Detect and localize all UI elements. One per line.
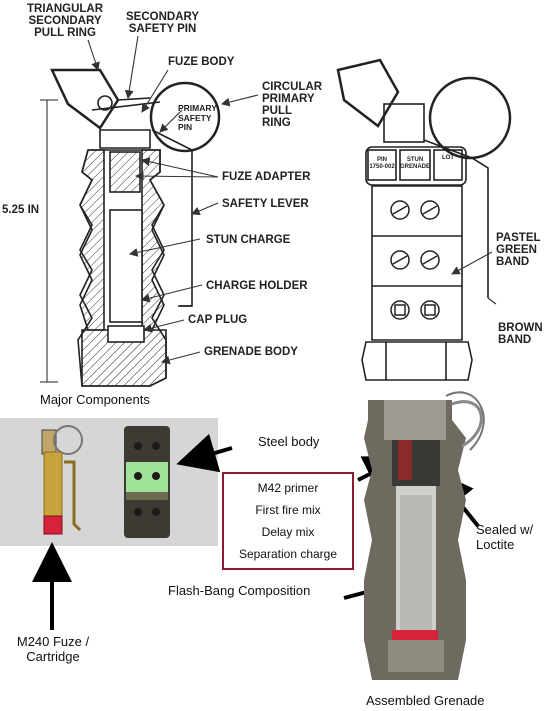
pin-box-text: PIN 1750-002: [369, 157, 395, 170]
label-secondary-pin: SECONDARY SAFETY PIN: [126, 11, 200, 35]
callout-item: Separation charge: [238, 547, 338, 561]
label-height: 5.25 IN: [2, 204, 40, 216]
circular-pull-ring: [149, 81, 221, 153]
steel-body-photo: [124, 426, 170, 538]
right-leader-lines: [451, 251, 497, 305]
caption-major-components: Major Components: [40, 392, 150, 407]
label-charge-holder: CHARGE HOLDER: [206, 280, 308, 292]
right-exterior-grenade: [336, 58, 512, 381]
label-primary-pin: PRIMARY SAFETY PIN: [178, 103, 217, 132]
label-sealed-loctite: Sealed w/ Loctite: [476, 522, 534, 552]
label-pastel-green-band: PASTEL GREEN BAND: [496, 232, 541, 268]
label-grenade-body: GRENADE BODY: [204, 346, 298, 358]
callout-item: First fire mix: [255, 503, 321, 517]
fuze-components-callout: M42 primer First fire mix Delay mix Sepa…: [222, 472, 354, 570]
label-steel-body: Steel body: [258, 434, 320, 449]
label-fuze-adapter: FUZE ADAPTER: [222, 171, 311, 183]
stun-box-text: STUN GRENADE: [400, 157, 431, 170]
label-flash-bang: Flash-Bang Composition: [168, 583, 311, 598]
label-cap-plug: CAP PLUG: [188, 314, 248, 326]
callout-item: Delay mix: [261, 525, 315, 539]
label-fuze-body: FUZE BODY: [168, 56, 235, 68]
label-stun-charge: STUN CHARGE: [206, 234, 291, 246]
left-cutaway-grenade: [40, 68, 221, 387]
m240-fuze-photo: [41, 425, 83, 535]
triangular-pull-ring-right: [336, 58, 400, 128]
label-assembled-grenade: Assembled Grenade: [366, 693, 485, 708]
label-circular-ring: CIRCULAR PRIMARY PULL RING: [262, 81, 323, 129]
left-leader-lines: [87, 35, 259, 365]
assembled-grenade-photo: [364, 391, 485, 680]
stun-charge: [109, 209, 143, 323]
fuze-adapter: [109, 151, 141, 193]
label-triangular-ring: TRIANGULAR SECONDARY PULL RING: [27, 3, 104, 39]
callout-item: M42 primer: [257, 481, 319, 495]
grenade-body-right: [371, 185, 463, 341]
label-m240-fuze: M240 Fuze / Cartridge: [16, 634, 90, 664]
label-brown-band: BROWN BAND: [498, 322, 543, 346]
lot-box-text: LOT: [442, 155, 454, 161]
label-safety-lever: SAFETY LEVER: [222, 198, 309, 210]
triangular-pull-ring: [50, 68, 120, 130]
